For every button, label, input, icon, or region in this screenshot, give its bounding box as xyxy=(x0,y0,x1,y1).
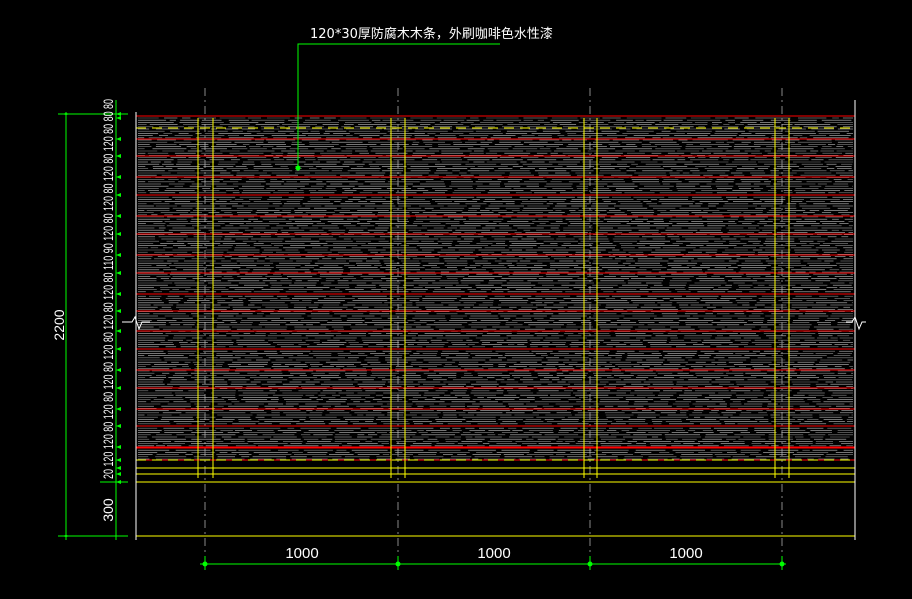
dimension-tick xyxy=(116,175,121,179)
dimension-tick xyxy=(116,480,121,484)
dimension-tick xyxy=(116,292,121,296)
annotation-leader xyxy=(295,43,500,171)
posts xyxy=(197,118,790,478)
dimension-tick xyxy=(116,347,121,351)
dimension-tick xyxy=(116,407,121,411)
dimension-tick xyxy=(116,458,121,462)
dimension-tick xyxy=(116,472,121,476)
dim-1000-b: 1000 xyxy=(477,545,510,562)
dimension-tick xyxy=(116,329,121,333)
dimension-ticks xyxy=(62,112,121,537)
dim-1000-a: 1000 xyxy=(285,545,318,562)
post-centerlines xyxy=(204,88,783,560)
dimension-tick xyxy=(116,116,121,120)
dimension-tick xyxy=(62,113,70,115)
bottom-rails xyxy=(136,127,855,537)
material-note: 120*30厚防腐木木条，外刷咖啡色水性漆 xyxy=(310,26,553,42)
dim-1000-c: 1000 xyxy=(669,545,702,562)
dimension-tick xyxy=(116,271,121,275)
dimension-tick xyxy=(116,368,121,372)
dimension-tick xyxy=(62,535,70,537)
dimension-tick xyxy=(116,386,121,390)
dimension-tick xyxy=(116,232,121,236)
dimension-tick xyxy=(116,424,121,428)
dimension-tick xyxy=(116,309,121,313)
dim-bottom-height: 300 xyxy=(100,498,116,522)
dimension-tick xyxy=(116,137,121,141)
dimension-tick xyxy=(116,154,121,158)
frame-borders xyxy=(122,100,866,540)
dimension-tick xyxy=(116,193,121,197)
dim-total-height: 2200 xyxy=(51,309,67,340)
dimension-tick xyxy=(116,253,121,257)
dimension-tick xyxy=(116,214,121,218)
dimension-tick xyxy=(116,466,121,470)
dimension-tick xyxy=(116,445,121,449)
wood-grain-hatch xyxy=(138,117,853,460)
dimension-tick xyxy=(116,112,121,116)
horizontal-dimension xyxy=(200,556,786,570)
dim-vertical-chain: 20 120 120 80 120 80 120 80 120 80 120 8… xyxy=(100,99,116,479)
